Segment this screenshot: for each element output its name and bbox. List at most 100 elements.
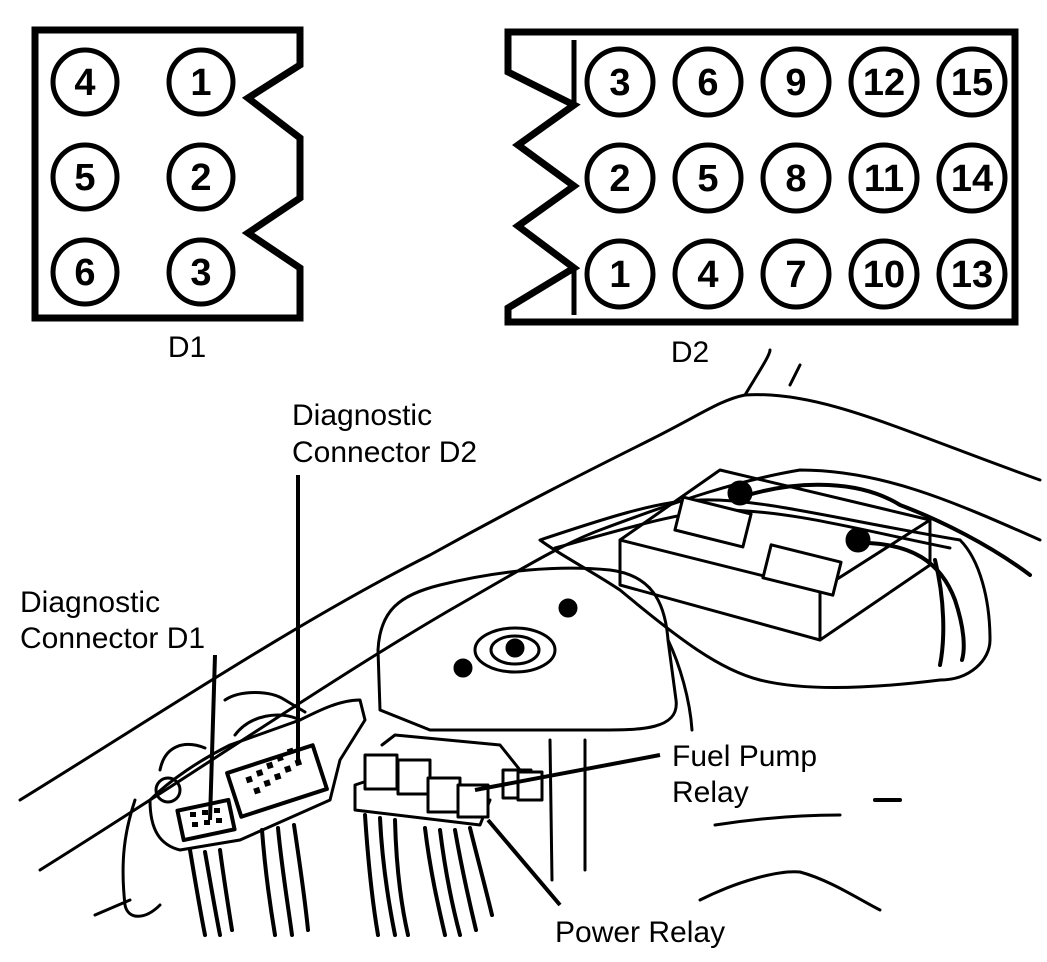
pin-d2-4: 4	[672, 238, 744, 310]
relay-2	[396, 758, 432, 796]
pin-number: 4	[697, 254, 718, 296]
pin-d1-1: 1	[166, 47, 236, 117]
pin-d1-2: 2	[166, 142, 236, 212]
callout-fuel-pump-relay-line1: Fuel Pump	[672, 740, 817, 773]
callout-diagnostic-d1-line1: Diagnostic	[20, 586, 160, 619]
pin-d1-3: 3	[166, 237, 236, 307]
leader-diagnostic-d1	[208, 654, 217, 821]
relay-box-bolt-2	[558, 598, 578, 618]
stray-mark-2	[713, 813, 842, 827]
diagnostic-connector-d2-pinholes	[245, 747, 303, 795]
inner-panel-strut	[93, 898, 132, 917]
pin-number: 15	[951, 62, 993, 104]
pin-circle	[936, 46, 1008, 118]
pin-d2-14: 14	[936, 142, 1008, 214]
battery-cell-cap-2	[761, 543, 843, 597]
connector-d2-outline	[504, 28, 1019, 326]
leader-fuel-pump-relay	[474, 753, 661, 792]
pin-circle	[50, 47, 120, 117]
pin-number: 5	[74, 157, 95, 199]
pin-circle	[936, 238, 1008, 310]
pin-d2-3: 3	[584, 46, 656, 118]
leader-lines	[208, 475, 661, 907]
pin-d1-5: 5	[50, 142, 120, 212]
pin-circle	[672, 142, 744, 214]
battery-terminal-negative	[845, 527, 871, 553]
pin-circle	[760, 238, 832, 310]
pin-circle	[672, 46, 744, 118]
pin-circle	[936, 142, 1008, 214]
pin-d2-12: 12	[848, 46, 920, 118]
pin-d2-7: 7	[760, 238, 832, 310]
pin-circle	[672, 238, 744, 310]
callout-diagnostic-d2: Diagnostic Connector D2	[292, 399, 477, 469]
callout-power-relay: Power Relay	[555, 916, 725, 949]
connector-d2-caption: D2	[671, 336, 709, 369]
bracket-clips	[158, 691, 307, 772]
relay-box-knob-center	[505, 638, 525, 658]
fender-peak	[743, 348, 772, 397]
pin-d2-1: 1	[584, 238, 656, 310]
connector-d1-outline	[31, 26, 304, 322]
relay-box-side	[666, 638, 694, 732]
pin-number: 8	[785, 158, 806, 200]
relay-1	[363, 753, 399, 791]
relay-box-cover	[376, 566, 678, 732]
leader-power-relay	[486, 818, 562, 907]
fender-edge-inner	[38, 468, 1042, 872]
pin-d2-6: 6	[672, 46, 744, 118]
pin-circle	[166, 142, 236, 212]
pin-circle	[166, 47, 236, 117]
battery-cell-cap-1	[673, 495, 753, 549]
pin-circle	[166, 237, 236, 307]
pin-d2-10: 10	[848, 238, 920, 310]
callout-diagnostic-d2-line2: Connector D2	[292, 436, 477, 469]
pin-d2-13: 13	[936, 238, 1008, 310]
pin-number: 3	[190, 252, 211, 294]
callout-diagnostic-d1-line2: Connector D1	[20, 622, 205, 655]
bracket-bolt	[154, 776, 182, 804]
pin-number: 2	[609, 158, 630, 200]
connector-d1-caption: D1	[168, 331, 206, 364]
callout-fuel-pump-relay: Fuel Pump Relay	[672, 740, 817, 809]
connector-d1-pins: 4 1 5 2 6 3	[50, 47, 236, 307]
pin-number: 7	[785, 254, 806, 296]
pin-d1-6: 6	[50, 237, 120, 307]
relay-cluster-top	[380, 733, 522, 772]
relay-box-front	[548, 738, 587, 882]
stray-mark-3	[698, 870, 882, 912]
pin-number: 4	[74, 62, 95, 104]
pin-d2-15: 15	[936, 46, 1008, 118]
pin-d2-9: 9	[760, 46, 832, 118]
pin-number: 10	[863, 254, 905, 296]
pin-number: 13	[951, 254, 993, 296]
pin-circle	[50, 237, 120, 307]
battery-cable-2	[866, 541, 966, 662]
inner-panel-left	[121, 798, 162, 918]
connector-d1: 4 1 5 2 6 3 D1	[31, 26, 304, 364]
pin-circle	[848, 46, 920, 118]
pin-d1-4: 4	[50, 47, 120, 117]
pin-circle	[848, 142, 920, 214]
harness-relay-left	[363, 813, 410, 937]
relay-box-knob-inner	[489, 634, 541, 666]
harness-diagnostic-right	[260, 823, 310, 937]
pin-number: 6	[697, 62, 718, 104]
callout-fuel-pump-relay-line2: Relay	[672, 776, 749, 809]
pin-circle	[760, 46, 832, 118]
pin-number: 12	[863, 62, 905, 104]
pin-circle	[584, 142, 656, 214]
relay-box-knob	[473, 626, 557, 674]
diagnostic-connector-d2-body	[225, 743, 329, 819]
pin-circle	[584, 238, 656, 310]
pin-number: 6	[74, 252, 95, 294]
pin-number: 5	[697, 158, 718, 200]
diagnostic-connector-d1-pinholes	[190, 808, 222, 827]
pin-d2-2: 2	[584, 142, 656, 214]
fender-edge-outer	[18, 393, 1042, 802]
pin-d2-11: 11	[848, 142, 920, 214]
callout-diagnostic-d2-line1: Diagnostic	[292, 399, 432, 432]
